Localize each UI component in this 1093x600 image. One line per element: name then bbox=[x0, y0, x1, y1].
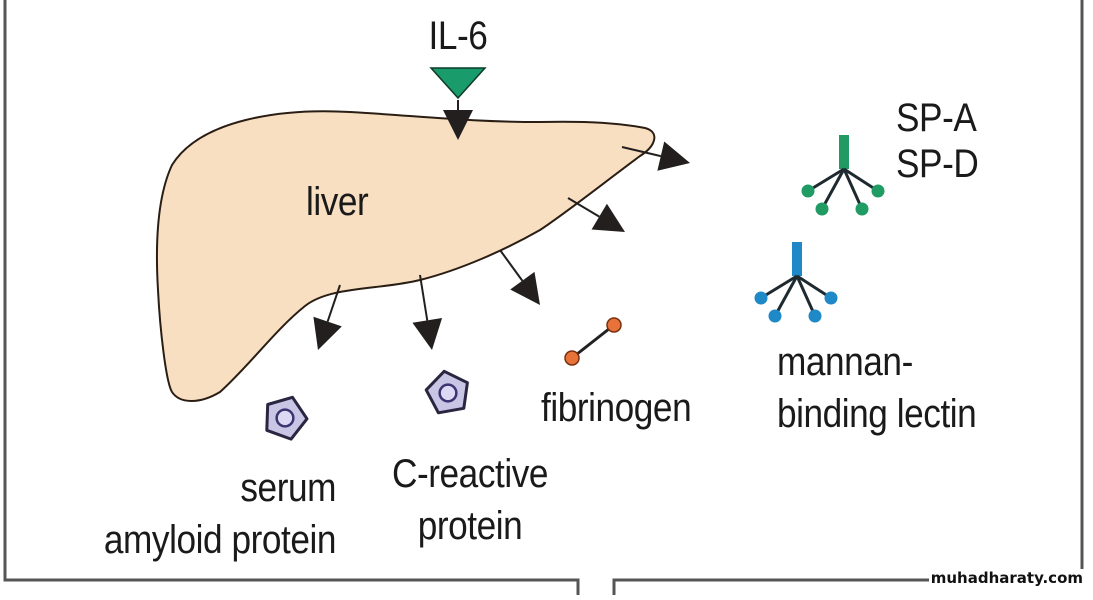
c-reactive-protein-icon bbox=[424, 369, 469, 415]
fibrinogen-label: fibrinogen bbox=[541, 386, 692, 430]
arrow-to-fibrinogen bbox=[499, 249, 540, 305]
fibrinogen-link bbox=[571, 323, 615, 360]
arrow-shaft bbox=[419, 274, 429, 321]
arrow-il6-into-liver bbox=[443, 100, 473, 140]
arrow-head-icon bbox=[313, 316, 342, 350]
collectin-arm bbox=[807, 167, 845, 193]
collectin-head bbox=[815, 202, 829, 216]
pentraxin-core bbox=[438, 383, 458, 403]
collectin-head bbox=[801, 184, 815, 198]
arrow-head-icon bbox=[412, 318, 443, 350]
arrow-shaft bbox=[499, 249, 524, 282]
collectin-head bbox=[824, 291, 838, 305]
collectin-head bbox=[768, 309, 782, 323]
fibrinogen-node bbox=[606, 317, 622, 333]
arrow-head-icon bbox=[443, 110, 473, 140]
collectin-stalk bbox=[792, 242, 802, 276]
collectin-arm bbox=[795, 275, 817, 317]
crp-label-line-2: protein bbox=[417, 504, 523, 548]
watermark: muhadharaty.com bbox=[928, 569, 1085, 587]
serum-amyloid-protein-icon bbox=[265, 395, 309, 441]
sp-a-sp-d-collectin-icon bbox=[801, 135, 885, 216]
pentraxin-core bbox=[275, 408, 295, 428]
collectin-head bbox=[871, 184, 885, 198]
collectin-head bbox=[855, 202, 869, 216]
frame-right-border bbox=[612, 0, 1084, 595]
fibrinogen-node bbox=[564, 350, 580, 366]
arrow-to-sp bbox=[621, 141, 690, 171]
sp-label-line-1: SP-A bbox=[896, 96, 977, 140]
arrow-to-crp bbox=[412, 274, 443, 350]
collectin-arm bbox=[820, 168, 846, 210]
arrow-shaft bbox=[326, 284, 341, 322]
mbl-label-line-1: mannan- bbox=[777, 340, 913, 384]
collectin-head bbox=[754, 291, 768, 305]
arrow-head-icon bbox=[657, 141, 690, 171]
arrow-shaft bbox=[621, 146, 662, 158]
collectin-arm bbox=[760, 274, 798, 300]
collectin-head bbox=[808, 309, 822, 323]
liver-shape bbox=[155, 110, 656, 402]
arrow-to-mbl bbox=[567, 197, 625, 232]
collectin-arm bbox=[842, 168, 864, 210]
collectin-stalk bbox=[839, 135, 849, 169]
mannan-binding-lectin-icon bbox=[754, 242, 838, 323]
collectin-arm bbox=[796, 274, 832, 300]
crp-label-line-1: C-reactive bbox=[391, 452, 548, 496]
figure-frame bbox=[3, 0, 1084, 595]
arrow-to-sap bbox=[313, 284, 342, 350]
liver-label: liver bbox=[306, 180, 369, 224]
collectin-arm bbox=[843, 167, 879, 193]
collectin-arm bbox=[773, 275, 799, 317]
il6-triangle-icon bbox=[429, 67, 487, 100]
sap-label-line-1: serum bbox=[240, 466, 336, 510]
arrow-head-icon bbox=[591, 203, 625, 232]
secretion-arrows bbox=[313, 100, 690, 350]
il6-label: IL-6 bbox=[428, 14, 488, 58]
sap-label-line-2: amyloid protein bbox=[103, 518, 337, 562]
arrow-shaft bbox=[567, 197, 600, 218]
arrow-head-icon bbox=[510, 271, 540, 305]
frame-left-border bbox=[3, 0, 580, 595]
mbl-label-line-2: binding lectin bbox=[777, 392, 977, 436]
sp-label-line-2: SP-D bbox=[896, 142, 979, 186]
fibrinogen-icon bbox=[564, 317, 622, 366]
